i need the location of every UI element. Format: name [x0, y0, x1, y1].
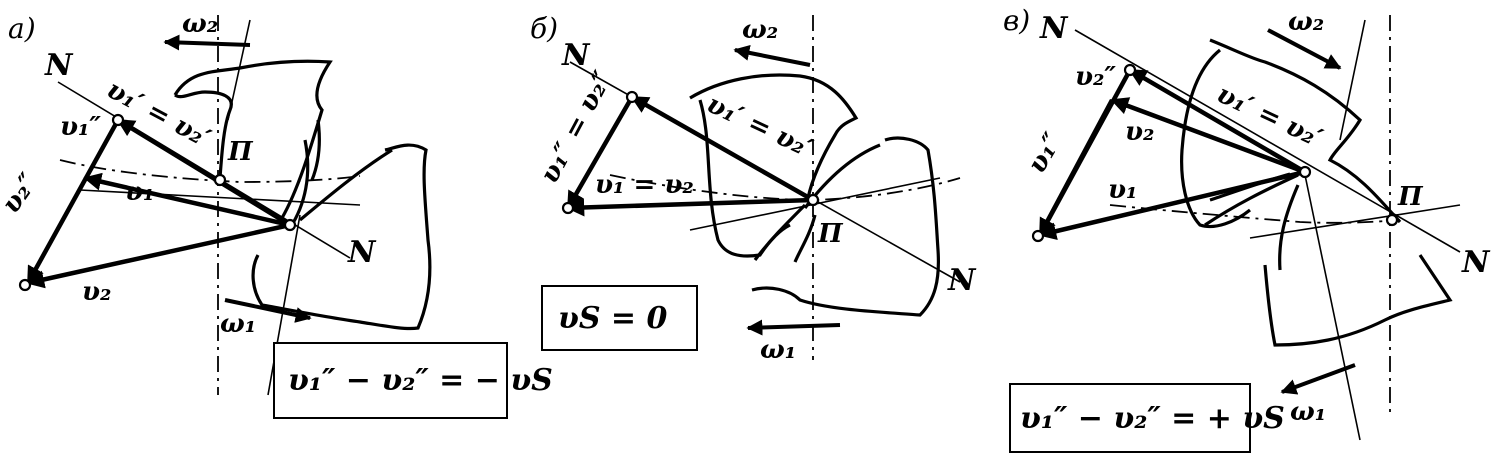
- panel-a-v2pp-label: υ₂″: [0, 168, 44, 219]
- panel-b-N-bottom: N: [947, 263, 977, 298]
- panel-b-omega2-arrow: [733, 44, 811, 67]
- panel-a-pole-point: [213, 173, 227, 187]
- panel-b-point-left: [561, 201, 575, 215]
- panel-a-omega2-label: ω₂: [182, 9, 218, 39]
- panel-b-omega1-arrow: [746, 319, 841, 336]
- panel-c-tooth-2: [1278, 184, 1300, 271]
- panel-b-omega1-label: ω₁: [760, 335, 796, 365]
- panel-c-N-top: N: [1039, 11, 1069, 46]
- panel-a-vector-v2: [26, 222, 291, 289]
- panel-a-N-top: N: [44, 48, 74, 83]
- panel-a-omega2-arrow: [163, 34, 251, 51]
- panel-c-tangent-bottom: [1304, 174, 1361, 441]
- panel-c-pole-label: П: [1397, 182, 1424, 212]
- panel-a-v2-label: υ₂: [82, 277, 111, 307]
- panel-c-gear-outline: [1180, 38, 1453, 347]
- panel-c-point-top: [1123, 63, 1137, 77]
- panel-a-gear-outline: [173, 59, 432, 331]
- panel-a-omega1-arrow: [224, 298, 312, 323]
- panel-c-formula-box: [1009, 383, 1251, 453]
- panel-c-vector-vprime: [1128, 68, 1307, 174]
- panel-a-tooth-2: [310, 119, 321, 181]
- panel-b: б) N N П ω₂ ω₁ υ₁′ = υ₂′ υ₁″ = υ₂″ υ₁ = …: [530, 12, 977, 365]
- panel-b-formula-box: [541, 285, 698, 351]
- panel-c-v2pp-label: υ₂″: [1075, 62, 1116, 92]
- panel-c-omega2-arrow: [1267, 28, 1342, 70]
- panel-b-omega2-label: ω₂: [742, 15, 778, 45]
- panel-b-vector-vprime: [630, 95, 815, 202]
- panel-a-formula-box: [273, 342, 508, 419]
- panel-b-tooth-1: [753, 203, 807, 261]
- panel-a-point-bottom: [18, 278, 32, 292]
- panel-a-tangent-top: [227, 19, 251, 121]
- panel-a-pitch-arc: [59, 159, 361, 183]
- panel-a-contact-point: [283, 218, 297, 232]
- panel-c-tooth-1: [1204, 173, 1299, 227]
- panel-a-vector-vprime: [116, 118, 292, 227]
- panel-c-formula: υ₁″ − υ₂″ = + υS: [1020, 401, 1285, 436]
- panel-b-pitch-arc: [609, 174, 961, 201]
- panel-a-omega1-label: ω₁: [220, 309, 256, 339]
- panel-b-pole-label: П: [817, 219, 844, 249]
- panel-b-N-top: N: [561, 38, 591, 73]
- panel-b-tooth-3: [793, 214, 817, 263]
- panel-b-tag: б): [530, 12, 558, 45]
- panel-c-vector-v1: [1038, 169, 1306, 241]
- panel-a-tooth-3: [298, 148, 393, 222]
- panel-c-pitch-arc: [1109, 204, 1401, 224]
- panel-a-v1-label: υ₁: [125, 177, 154, 207]
- panel-a-vector-v1: [83, 172, 291, 228]
- panel-b-vector-v12: [566, 197, 814, 217]
- panel-c: в) N N П ω₂ ω₁ υ₁′ = υ₂′ υ₂″: [1003, 4, 1491, 453]
- panel-a-tag: а): [8, 12, 36, 45]
- panel-b-vprime-label: υ₁′ = υ₂′: [702, 89, 817, 164]
- panel-a-ray: [79, 189, 361, 206]
- panel-a-formula: υ₁″ − υ₂″ = − υS: [288, 363, 553, 398]
- panel-c-omega1-label: ω₁: [1290, 397, 1326, 427]
- panel-c-v1pp-label: υ₁″: [1022, 128, 1069, 179]
- panel-b-vector-vpp: [566, 95, 634, 210]
- panel-c-v1-label: υ₁: [1108, 175, 1137, 205]
- panel-c-vector-v2: [1110, 97, 1306, 175]
- panel-a-vector-v2pp: [26, 118, 120, 285]
- panel-a-pole-label: П: [227, 137, 254, 167]
- panel-c-ray: [1249, 204, 1461, 239]
- panel-c-omega1-arrow: [1280, 363, 1356, 395]
- panel-a-v1pp-label: υ₁″: [60, 112, 101, 142]
- panel-c-contact-point: [1298, 165, 1312, 179]
- panel-a-point-top: [111, 113, 125, 127]
- panel-c-tangent-top: [1339, 19, 1366, 141]
- panel-a: а) N N П ω₂ ω₁ υ₁′ = υ₂′ υ₁″ υ₂″: [0, 9, 553, 419]
- panel-b-v12-label: υ₁ = υ₂: [595, 170, 694, 200]
- panel-c-v2-label: υ₂: [1125, 117, 1154, 147]
- panel-c-tag: в): [1003, 4, 1030, 37]
- panel-a-N-bottom: N: [347, 235, 377, 270]
- panel-c-point-left: [1031, 229, 1045, 243]
- panel-b-point-top: [625, 90, 639, 104]
- panel-c-vector-v2pp: [1038, 98, 1114, 237]
- panel-b-pole-point: [806, 193, 820, 207]
- panel-c-N-bottom: N: [1461, 245, 1491, 280]
- panel-c-pole-point: [1385, 213, 1399, 227]
- panel-b-formula: υS = 0: [558, 301, 668, 336]
- panel-c-omega2-label: ω₂: [1288, 7, 1324, 37]
